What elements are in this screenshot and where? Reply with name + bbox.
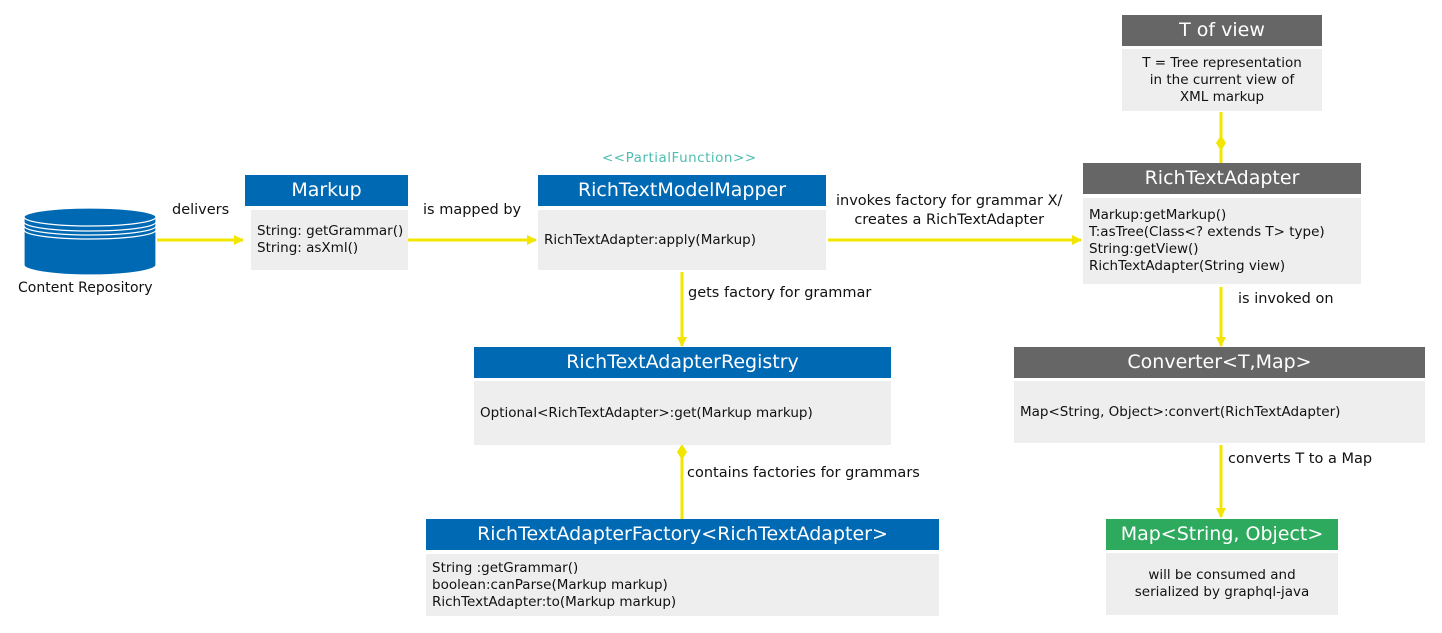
adapter-method: Markup:getMarkup() bbox=[1089, 207, 1227, 223]
registry-body: Optional<RichTextAdapter>:get(Markup mar… bbox=[474, 381, 891, 445]
edge-label-converts: converts T to a Map bbox=[1228, 451, 1373, 467]
markup-method: String: getGrammar() bbox=[257, 223, 404, 239]
t-of-view-line: T = Tree representation bbox=[1142, 54, 1302, 71]
diamond-t-of-view bbox=[1216, 135, 1226, 151]
t-of-view-line: XML markup bbox=[1179, 88, 1265, 105]
mapper-method: RichTextAdapter:apply(Markup) bbox=[544, 231, 756, 248]
converter-method: Map<String, Object>:convert(RichTextAdap… bbox=[1020, 403, 1341, 420]
adapter-method: String:getView() bbox=[1089, 241, 1199, 257]
factory-method: String :getGrammar() bbox=[432, 559, 579, 576]
edge-label-invokes-factory: invokes factory for grammar X/ creates a… bbox=[836, 192, 1062, 230]
factory-body: String :getGrammar() boolean:canParse(Ma… bbox=[426, 554, 939, 616]
map-result-line: serialized by graphql-java bbox=[1134, 584, 1310, 600]
adapter-method: RichTextAdapter(String view) bbox=[1089, 258, 1286, 274]
factory-method: boolean:canParse(Markup markup) bbox=[432, 576, 668, 593]
factory-header: RichTextAdapterFactory<RichTextAdapter> bbox=[426, 519, 939, 550]
map-result-body: will be consumed and serialized by graph… bbox=[1106, 553, 1338, 615]
database-icon bbox=[23, 207, 157, 276]
t-of-view-header: T of view bbox=[1122, 15, 1322, 46]
factory-method: RichTextAdapter:to(Markup markup) bbox=[432, 593, 677, 610]
registry-header: RichTextAdapterRegistry bbox=[474, 347, 891, 378]
mapper-stereotype: <<PartialFunction>> bbox=[602, 150, 757, 166]
converter-body: Map<String, Object>:convert(RichTextAdap… bbox=[1014, 381, 1425, 443]
edge-label-line: invokes factory for grammar X/ bbox=[836, 193, 1063, 209]
markup-body: String: getGrammar() String: asXml() bbox=[251, 210, 408, 270]
edge-label-contains-factories: contains factories for grammars bbox=[687, 465, 920, 481]
registry-method: Optional<RichTextAdapter>:get(Markup mar… bbox=[480, 404, 813, 421]
markup-header: Markup bbox=[245, 175, 408, 206]
markup-method: String: asXml() bbox=[257, 240, 359, 256]
content-repository-label: Content Repository bbox=[18, 280, 153, 296]
t-of-view-body: T = Tree representation in the current v… bbox=[1122, 49, 1322, 111]
mapper-body: RichTextAdapter:apply(Markup) bbox=[538, 210, 826, 270]
t-of-view-line: in the current view of bbox=[1149, 71, 1295, 88]
adapter-header: RichTextAdapter bbox=[1083, 163, 1361, 194]
map-result-header: Map<String, Object> bbox=[1106, 519, 1338, 550]
converter-header: Converter<T,Map> bbox=[1014, 347, 1425, 378]
mapper-header: RichTextModelMapper bbox=[538, 175, 826, 206]
edge-label-gets-factory: gets factory for grammar bbox=[688, 285, 872, 301]
edge-label-invoked-on: is invoked on bbox=[1238, 291, 1334, 307]
diamond-registry bbox=[677, 444, 687, 460]
edge-label-delivers: delivers bbox=[172, 202, 230, 218]
map-result-line: will be consumed and bbox=[1148, 567, 1296, 583]
edge-label-line: creates a RichTextAdapter bbox=[854, 212, 1045, 228]
edge-label-mapped-by: is mapped by bbox=[423, 202, 522, 218]
adapter-method: T:asTree(Class<? extends T> type) bbox=[1089, 224, 1325, 240]
adapter-body: Markup:getMarkup() T:asTree(Class<? exte… bbox=[1083, 198, 1361, 284]
